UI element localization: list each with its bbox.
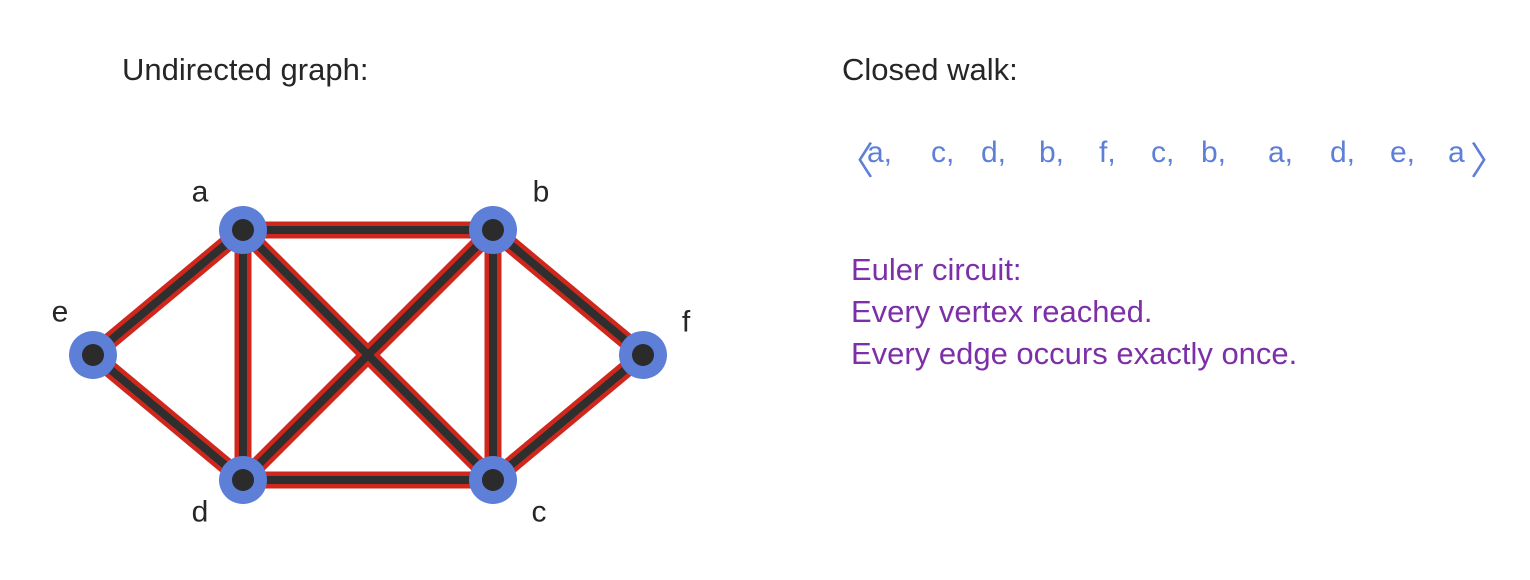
walk-item: b,: [1039, 136, 1065, 169]
closed-walk-sequence: a, c, d, b, f, c, b, a, d, e, a: [0, 136, 1530, 180]
note-every-edge: Every edge occurs exactly once.: [851, 336, 1298, 371]
walk-item: a,: [1268, 136, 1294, 169]
vertex-d: [232, 469, 254, 491]
walk-item: e,: [1390, 136, 1416, 169]
vertex-label-d: d: [192, 496, 209, 529]
vertex-f: [632, 344, 654, 366]
note-euler-circuit: Euler circuit:: [851, 252, 1022, 287]
edge-layer: [84, 221, 652, 489]
vertex-layer: a b c d e f: [52, 176, 691, 529]
walk-title: Closed walk:: [842, 52, 1018, 87]
edge-c-f: [489, 351, 647, 484]
walk-item: a,: [867, 136, 893, 169]
edge-a-e: [89, 226, 247, 359]
walk-item: a: [1448, 136, 1465, 169]
edge-d-e: [89, 351, 247, 484]
note-every-vertex: Every vertex reached.: [851, 294, 1153, 329]
vertex-label-b: b: [533, 176, 550, 209]
walk-close-bracket: 〉: [1470, 139, 1509, 183]
vertex-a: [232, 219, 254, 241]
walk-item: f,: [1099, 136, 1116, 169]
vertex-label-e: e: [52, 296, 69, 329]
vertex-label-a: a: [192, 176, 209, 209]
vertex-label-c: c: [532, 496, 547, 529]
graph-title: Undirected graph:: [122, 52, 369, 87]
vertex-e: [82, 344, 104, 366]
vertex-label-f: f: [682, 306, 691, 339]
walk-item: c,: [1151, 136, 1175, 169]
edge-b-d: [239, 226, 497, 484]
vertex-c: [482, 469, 504, 491]
walk-open-bracket: 〈: [836, 139, 875, 183]
walk-item: d,: [1330, 136, 1356, 169]
edge-b-f: [489, 226, 647, 359]
walk-item: c,: [931, 136, 955, 169]
vertex-b: [482, 219, 504, 241]
walk-item: d,: [981, 136, 1007, 169]
walk-item: b,: [1201, 136, 1227, 169]
